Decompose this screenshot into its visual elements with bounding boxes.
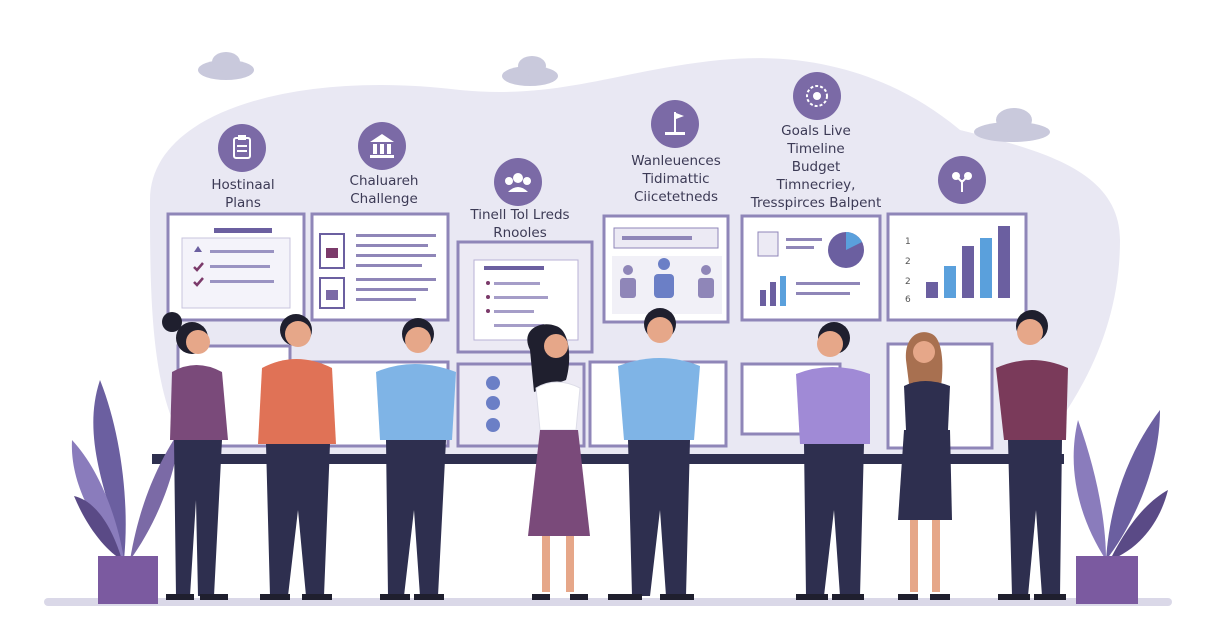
topic-line: Tidimattic [642,171,710,187]
person [527,324,590,600]
topic-line: Chaluareh [349,173,419,189]
topic-line: Tresspirces Balpent [750,195,882,211]
desk [152,454,1064,464]
person [162,312,228,600]
right-plant [1073,410,1168,604]
axis-tick: 6 [905,295,911,305]
person [608,308,700,600]
topic-line: Plans [225,195,261,211]
topic-line: Ciicetetneds [633,189,718,205]
topic-label-roles: Tinell Tol Lreds Rnooles [460,206,580,242]
topic-line: Timeline [787,141,845,157]
topic-line: Hostinaal [211,177,275,193]
cloud-icon [974,108,1050,142]
topic-line: Timnecriey, [776,177,856,193]
growth-icon [938,156,986,204]
axis-tick: 1 [905,237,911,247]
team-panel [602,214,730,324]
list-panel [456,240,594,354]
topic-line: Goals Live [781,123,851,139]
topic-label-goals: Goals Live Timeline Budget Timnecriey, T… [748,122,884,212]
flag-icon [651,100,699,148]
topic-label-tools: Wanleuences Tidimattic Ciicetetneds [616,152,736,206]
cloud-icon [502,56,558,86]
person [996,310,1068,600]
topic-line: Budget [791,159,841,175]
axis-tick: 2 [905,257,911,267]
topic-line: Wanleuences [631,153,721,169]
checklist-panel [166,212,306,322]
pie-chart-panel [740,214,882,322]
target-icon [793,72,841,120]
topic-line: Challenge [350,191,418,207]
document-panel [310,212,450,322]
bank-icon [358,122,406,170]
topic-label-plans: Hostinaal Plans [188,176,298,212]
bar-chart-panel: 1 2 2 6 [886,212,1028,322]
clipboard-icon [218,124,266,172]
topic-line: Rnooles [493,225,547,241]
topic-line: Tinell Tol Lreds [470,207,570,223]
person [376,318,456,600]
person [796,322,870,600]
team-icon [494,158,542,206]
cloud-icon [198,52,254,80]
left-plant [71,380,180,604]
axis-tick: 2 [905,277,911,287]
person [258,314,336,600]
topic-label-challenge: Chaluareh Challenge [324,172,444,208]
person [898,332,952,600]
